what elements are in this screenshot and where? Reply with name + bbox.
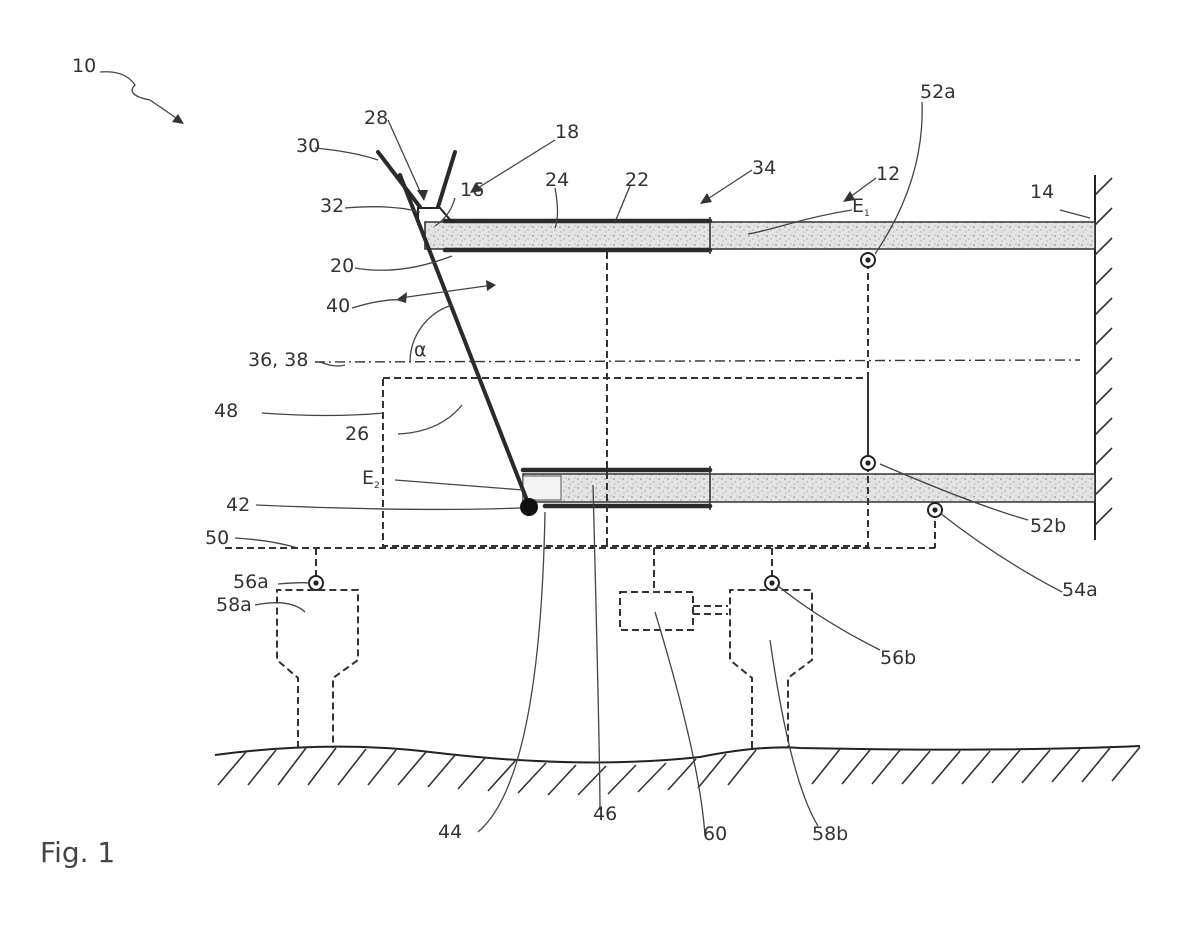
motion-arrow <box>396 280 496 303</box>
label-56b: 56b <box>880 647 916 669</box>
hinges <box>308 252 943 591</box>
label-16: 16 <box>460 179 484 201</box>
label-22: 22 <box>625 169 649 191</box>
lower-wall-section <box>520 466 1096 510</box>
label-58a: 58a <box>216 594 252 616</box>
angle-arc <box>409 304 453 363</box>
label-32: 32 <box>320 195 344 217</box>
label-26: 26 <box>345 423 369 445</box>
reference-labels: 10 28 18 30 32 16 24 22 34 E1 12 52a 14 … <box>72 55 1098 845</box>
label-40: 40 <box>326 295 350 317</box>
label-10: 10 <box>72 55 96 77</box>
label-58b: 58b <box>812 823 848 845</box>
tilted-plate <box>398 173 532 510</box>
label-E1: E1 <box>852 195 870 219</box>
pivot-42 <box>520 498 538 516</box>
label-46: 46 <box>593 803 617 825</box>
label-36-38: 36, 38 <box>248 349 308 371</box>
label-52b: 52b <box>1030 515 1066 537</box>
leader-lines <box>99 71 1091 837</box>
label-14: 14 <box>1030 181 1054 203</box>
figure-caption: Fig. 1 <box>40 836 115 869</box>
label-34: 34 <box>752 157 776 179</box>
upper-wall-section <box>376 150 1096 254</box>
wall-14 <box>1094 175 1113 540</box>
axis-line <box>314 359 1081 363</box>
label-20: 20 <box>330 255 354 277</box>
label-48: 48 <box>214 400 238 422</box>
label-alpha: α <box>414 339 427 361</box>
label-30: 30 <box>296 135 320 157</box>
ground <box>214 745 1141 796</box>
label-12: 12 <box>876 163 900 185</box>
label-E2: E2 <box>362 467 380 491</box>
label-44: 44 <box>438 821 462 843</box>
label-52a: 52a <box>920 81 956 103</box>
label-42: 42 <box>226 494 250 516</box>
label-54a: 54a <box>1062 579 1098 601</box>
label-24: 24 <box>545 169 569 191</box>
label-28: 28 <box>364 107 388 129</box>
label-18: 18 <box>555 121 579 143</box>
label-50: 50 <box>205 527 229 549</box>
label-60: 60 <box>703 823 727 845</box>
support-58a <box>276 589 359 748</box>
label-56a: 56a <box>233 571 269 593</box>
device-60 <box>619 591 694 631</box>
support-58b <box>729 589 813 748</box>
